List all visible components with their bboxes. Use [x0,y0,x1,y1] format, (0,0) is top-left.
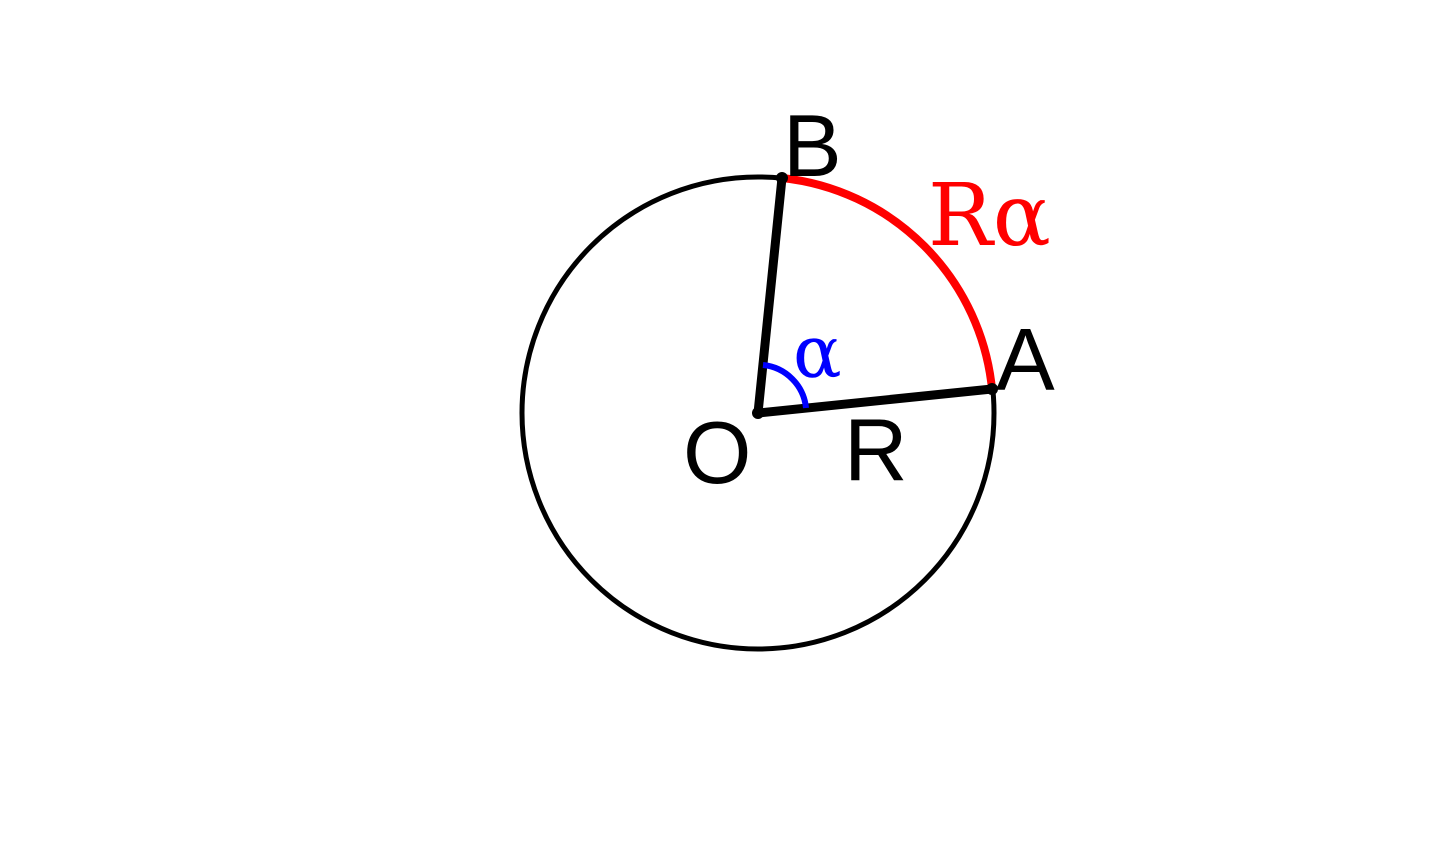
label-radius: R [844,400,908,499]
point-b [776,172,788,184]
angle-marker [762,362,809,409]
radius-oa [753,384,997,418]
arc-ab [778,174,996,393]
point-o [752,407,764,419]
label-center-o: O [683,403,751,502]
point-a [986,383,998,395]
radius-ob [753,173,787,418]
label-angle: α [793,310,842,394]
label-point-b: B [783,96,842,195]
label-arc-length: Rα [928,166,1051,266]
circle [519,174,997,652]
label-point-a: A [996,310,1055,409]
